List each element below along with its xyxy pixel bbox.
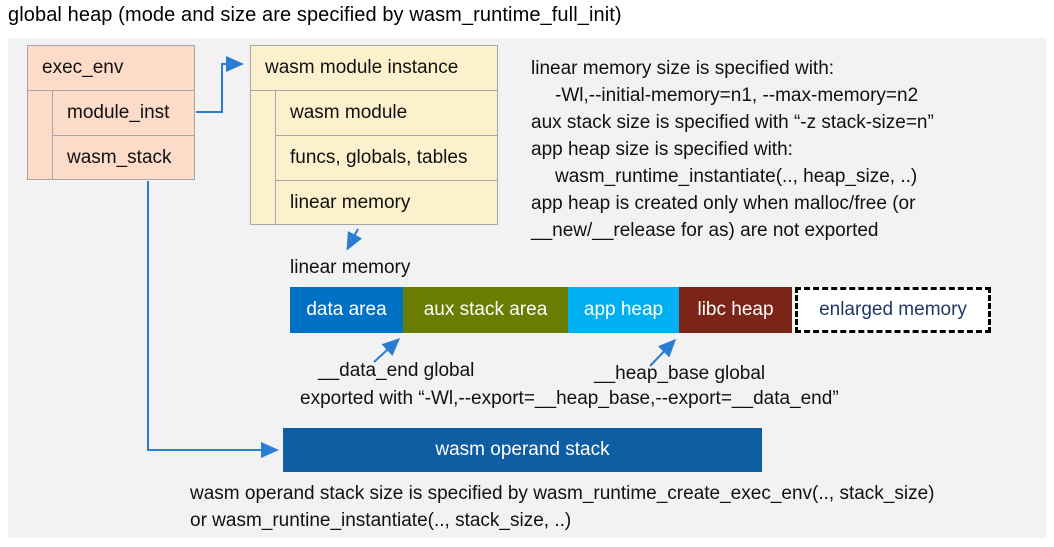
note-line: linear memory size is specified with: — [531, 58, 835, 79]
exec-env-indent-strip — [28, 91, 53, 180]
note-line: wasm operand stack size is specified by … — [190, 483, 935, 504]
module-instance-row-funcs-globals-tables: funcs, globals, tables — [276, 136, 497, 181]
note-line: or wasm_runtine_instantiate(.., stack_si… — [190, 510, 572, 531]
segment-label: libc heap — [697, 299, 774, 320]
exec-env-body: module_inst wasm_stack — [28, 91, 194, 180]
heap-base-global-label: __heap_base global — [594, 363, 766, 384]
segment-data-area: data area — [290, 287, 403, 333]
notes-right: linear memory size is specified with: -W… — [531, 55, 934, 244]
diagram-title: global heap (mode and size are specified… — [8, 4, 622, 26]
module-instance-body: wasm module funcs, globals, tables linea… — [251, 91, 497, 225]
segment-label: aux stack area — [423, 299, 548, 320]
module-instance-header: wasm module instance — [251, 46, 497, 91]
module-instance-box: wasm module instance wasm module funcs, … — [250, 45, 498, 225]
linear-memory-label: linear memory — [290, 257, 411, 278]
notes-bottom: wasm operand stack size is specified by … — [190, 480, 935, 534]
segment-libc-heap: libc heap — [679, 287, 792, 333]
segment-app-heap: app heap — [568, 287, 679, 333]
segment-label: app heap — [583, 299, 664, 320]
data-end-global-label: __data_end global — [318, 360, 475, 381]
module-instance-row-linear-memory: linear memory — [290, 192, 411, 213]
wasm-operand-stack-bar: wasm operand stack — [283, 428, 762, 472]
linear-memory-bar: data area aux stack area app heap libc h… — [290, 287, 991, 333]
module-instance-indent-strip — [251, 91, 276, 225]
exec-env-header: exec_env — [28, 46, 194, 91]
segment-label: data area — [306, 299, 387, 320]
note-line: aux stack size is specified with “-z sta… — [531, 112, 934, 133]
exec-env-row-module-inst: module_inst — [53, 91, 194, 136]
exec-env-box: exec_env module_inst wasm_stack — [27, 45, 195, 180]
module-instance-row-wasm-module: wasm module — [276, 91, 497, 136]
export-flags-label: exported with “-Wl,--export=__heap_base,… — [300, 388, 839, 409]
segment-aux-stack-area: aux stack area — [403, 287, 568, 333]
note-line: __new/__release for as) are not exported — [531, 220, 879, 241]
note-line: wasm_runtime_instantiate(.., heap_size, … — [555, 166, 918, 187]
exec-env-row-wasm-stack: wasm_stack — [67, 147, 172, 168]
wasm-operand-stack-label: wasm operand stack — [435, 439, 610, 460]
note-line: -Wl,--initial-memory=n1, --max-memory=n2 — [555, 85, 919, 106]
segment-enlarged-memory: enlarged memory — [795, 287, 991, 333]
segment-label: enlarged memory — [819, 299, 967, 320]
note-line: app heap is created only when malloc/fre… — [531, 193, 916, 214]
note-line: app heap size is specified with: — [531, 139, 793, 160]
